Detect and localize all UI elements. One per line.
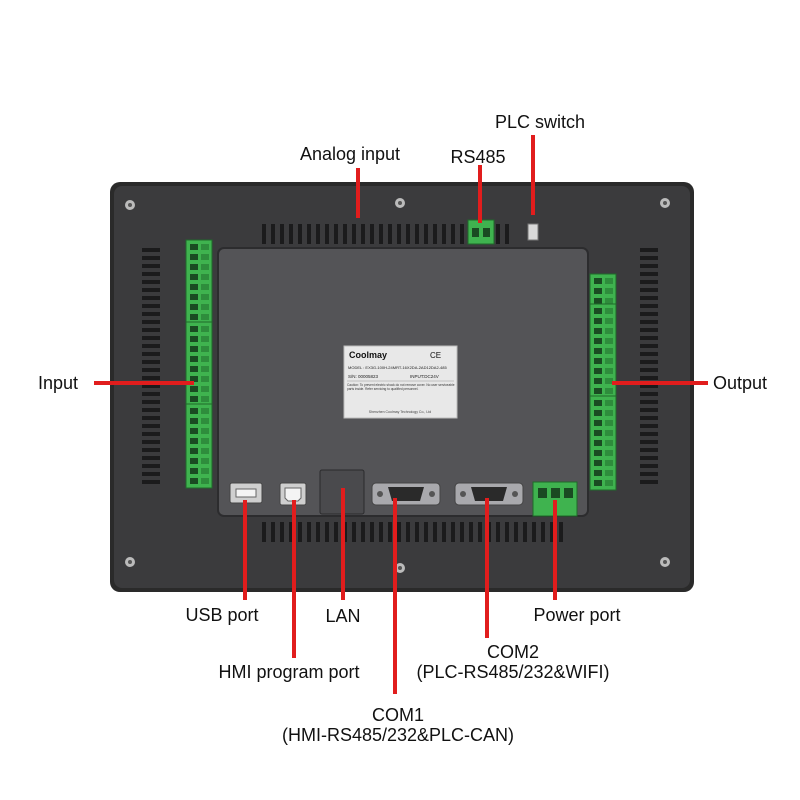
label-usb-port: USB port — [185, 605, 259, 625]
plc-switch — [527, 223, 539, 241]
label-company: Shenzhen Coolmay Technology Co., Ltd — [369, 410, 431, 414]
usb-port — [229, 482, 263, 504]
label-lan: LAN — [325, 606, 361, 626]
label-power-port: Power port — [533, 605, 621, 625]
hmi-program-port — [279, 482, 307, 506]
label-com1-detail: (HMI-RS485/232&PLC-CAN) — [281, 725, 515, 745]
label-hmi-program-port: HMI program port — [218, 662, 360, 682]
label-com2: COM2 — [486, 642, 540, 662]
callout-line-com1 — [393, 498, 397, 694]
callout-line-power-port — [553, 500, 557, 600]
rs485-terminal — [467, 219, 495, 245]
label-com1: COM1 — [371, 705, 425, 725]
label-ce: CE — [430, 351, 441, 360]
callout-line-rs485 — [478, 165, 482, 223]
callout-line-lan — [341, 488, 345, 600]
callout-line-plc-switch — [531, 135, 535, 215]
callout-line-input — [94, 381, 194, 385]
label-input: Input — [38, 373, 79, 393]
label-model: MODEL : EX3G-100H-24MRT-16X2DA-2AD12DA2-… — [348, 365, 447, 370]
callout-line-output — [612, 381, 708, 385]
ventilation-slots — [142, 224, 658, 542]
label-com2-detail: (PLC-RS485/232&WIFI) — [416, 662, 610, 682]
label-brand: Coolmay — [349, 350, 387, 360]
label-rs485: RS485 — [450, 147, 506, 167]
label-sn: S/N: 00005823 — [348, 374, 379, 379]
product-label: Coolmay CE MODEL : EX3G-100H-24MRT-16X2D… — [343, 345, 458, 419]
label-plc-switch: PLC switch — [494, 112, 586, 132]
com1-port — [371, 482, 441, 506]
terminal-blocks — [185, 239, 617, 491]
screw-icon — [125, 198, 670, 573]
label-analog-input: Analog input — [299, 144, 401, 164]
callout-line-com2 — [485, 498, 489, 638]
callout-line-analog-input — [356, 168, 360, 218]
com2-port — [454, 482, 524, 506]
callout-line-hmi-program-port — [292, 500, 296, 658]
label-output: Output — [713, 373, 768, 393]
label-caution: Caution: To prevent electric shock do no… — [347, 383, 455, 391]
callout-line-usb-port — [243, 500, 247, 600]
label-input: INPUT:DC24V — [410, 374, 439, 379]
